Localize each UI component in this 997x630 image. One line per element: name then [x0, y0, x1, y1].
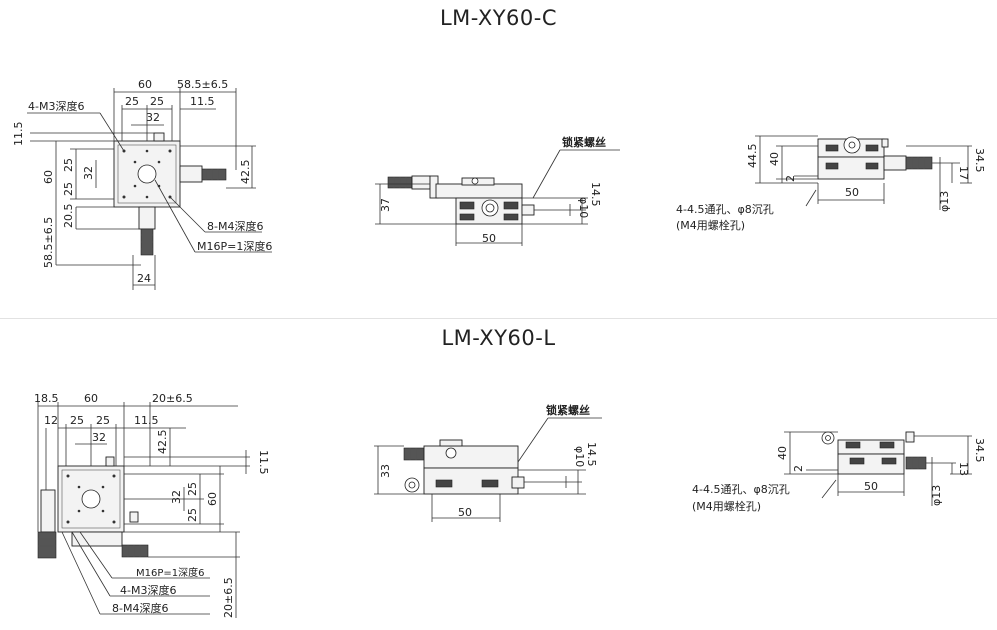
- c-front-dim-50: 50: [482, 232, 496, 245]
- l-side-dim-13: 13: [957, 462, 970, 476]
- l-side-dim-50: 50: [864, 480, 878, 493]
- c-side-view: 44.5 40 2 50 34.5 17 φ13 4-4.5通孔、φ8沉孔 (M…: [676, 135, 986, 232]
- l-side-dim-34-5: 34.5: [973, 438, 986, 463]
- l-front-dim-33: 33: [379, 464, 392, 478]
- l-front-dim-14-5: 14.5: [585, 442, 598, 467]
- l-top-dim-25v1: 25: [186, 482, 199, 496]
- l-side-dim-2: 2: [792, 465, 805, 472]
- l-top-dim-12: 12: [44, 414, 58, 427]
- c-front-dim-37: 37: [379, 198, 392, 212]
- l-top-dim-18-5: 18.5: [34, 392, 59, 405]
- l-top-dim-25a: 25: [70, 414, 84, 427]
- c-side-holes-note: (M4用螺栓孔): [676, 218, 745, 232]
- l-top-callout-m3: 4-M3深度6: [120, 583, 176, 597]
- c-top-dim-11-5v: 11.5: [12, 122, 25, 147]
- c-top-dim-25v2: 25: [62, 182, 75, 196]
- c-side-holes: 4-4.5通孔、φ8沉孔: [676, 203, 774, 216]
- c-top-callout-m4: 8-M4深度6: [207, 219, 263, 233]
- l-side-dim-phi13: φ13: [930, 485, 943, 506]
- c-top-dim-32v: 32: [82, 166, 95, 180]
- c-top-view: 60 58.5±6.5 25 25 11.5 32 11.5 25 32 60 …: [12, 78, 272, 290]
- l-front-view: 锁紧螺丝 33 φ10 14.5 50: [374, 403, 602, 522]
- l-side-holes: 4-4.5通孔、φ8沉孔: [692, 483, 790, 496]
- l-top-dim-25v2: 25: [186, 508, 199, 522]
- c-top-callout-m3: 4-M3深度6: [28, 99, 84, 113]
- l-top-dim-60: 60: [84, 392, 98, 405]
- c-top-dim-25b: 25: [150, 95, 164, 108]
- l-front-lock-screw: 锁紧螺丝: [546, 403, 590, 417]
- c-side-dim-50: 50: [845, 186, 859, 199]
- c-side-dim-40: 40: [768, 152, 781, 166]
- c-side-dim-17: 17: [957, 166, 970, 180]
- c-front-view: 锁紧螺丝 37 φ10 14.5 50: [375, 135, 620, 246]
- c-front-dim-phi10: φ10: [577, 197, 590, 218]
- c-top-dim-25a: 25: [125, 95, 139, 108]
- l-top-dim-32: 32: [92, 431, 106, 444]
- section-divider: [0, 318, 997, 319]
- l-side-dim-40: 40: [776, 446, 789, 460]
- c-top-dim-60v: 60: [42, 170, 55, 184]
- c-side-dim-34-5: 34.5: [973, 148, 986, 173]
- c-side-dim-2: 2: [784, 175, 797, 182]
- c-top-dim-11-5: 11.5: [190, 95, 215, 108]
- l-front-dim-50: 50: [458, 506, 472, 519]
- c-top-dim-60: 60: [138, 78, 152, 91]
- l-top-dim-60v: 60: [206, 492, 219, 506]
- c-top-dim-32: 32: [146, 111, 160, 124]
- title-lm-xy60-c: LM-XY60-C: [439, 6, 558, 30]
- c-top-dim-58-5v: 58.5±6.5: [42, 217, 55, 268]
- l-top-callout-m16: M16P=1深度6: [136, 566, 205, 579]
- l-top-dim-11-5: 11.5: [134, 414, 159, 427]
- c-front-dim-14-5: 14.5: [589, 182, 602, 207]
- c-top-dim-42-5: 42.5: [239, 160, 252, 185]
- l-top-dim-20: 20±6.5: [152, 392, 193, 405]
- l-front-dim-phi10: φ10: [573, 446, 586, 467]
- title-lm-xy60-l: LM-XY60-L: [441, 326, 556, 350]
- l-top-view: 18.5 60 20±6.5 12 25 25 11.5 32 42.5 11.…: [34, 392, 270, 618]
- l-top-dim-11-5v: 11.5: [257, 450, 270, 475]
- c-top-dim-24: 24: [137, 272, 151, 285]
- l-top-dim-25b: 25: [96, 414, 110, 427]
- c-top-center-hole: [137, 164, 157, 184]
- l-top-dim-20v: 20±6.5: [222, 577, 235, 618]
- l-top-dim-42-5: 42.5: [156, 430, 169, 455]
- c-top-dim-58-5: 58.5±6.5: [177, 78, 228, 91]
- c-side-dim-phi13: φ13: [938, 191, 951, 212]
- l-side-view: 40 2 50 34.5 13 φ13 4-4.5通孔、φ8沉孔 (M4用螺栓孔…: [692, 431, 986, 513]
- l-top-dim-32v: 32: [170, 490, 183, 504]
- l-side-holes-note: (M4用螺栓孔): [692, 499, 761, 513]
- c-top-dim-20-5: 20.5: [62, 204, 75, 229]
- c-side-dim-44-5: 44.5: [746, 144, 759, 169]
- c-front-lock-screw: 锁紧螺丝: [562, 135, 606, 149]
- c-top-dim-25v1: 25: [62, 158, 75, 172]
- c-top-callout-m16: M16P=1深度6: [197, 239, 272, 253]
- l-top-callout-m4: 8-M4深度6: [112, 601, 168, 615]
